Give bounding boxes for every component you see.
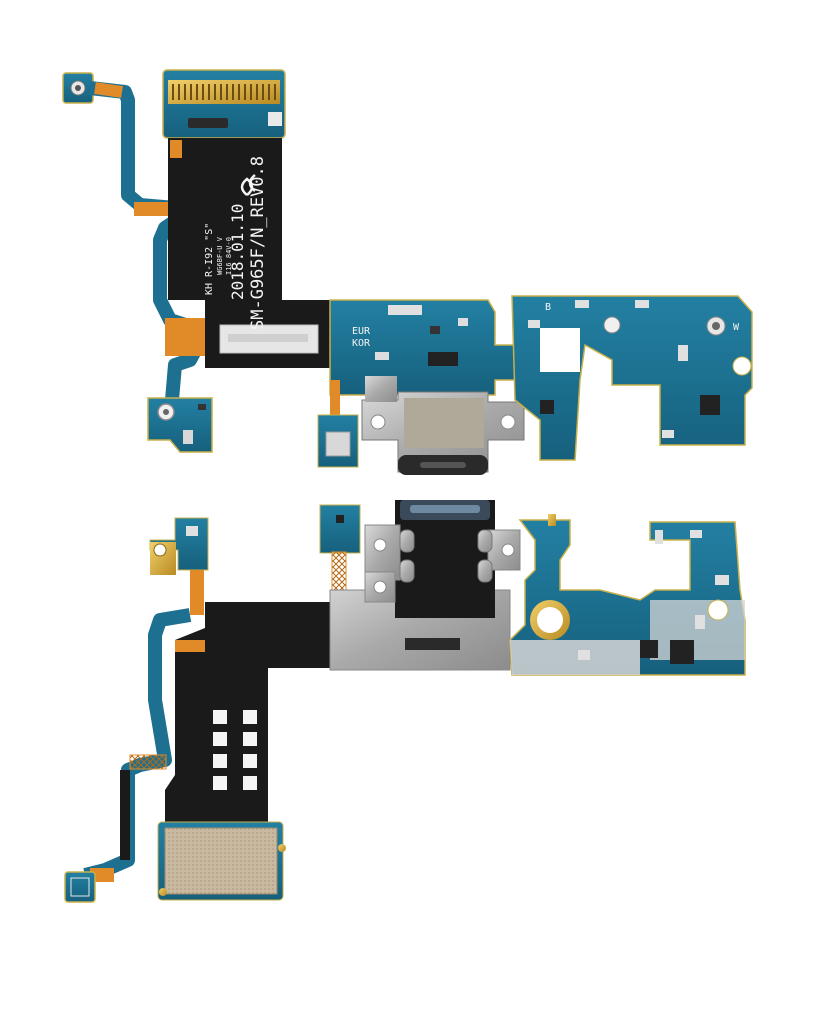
emi-shield-plate	[157, 821, 286, 901]
microphone-board-bottom	[319, 504, 361, 593]
board-date-text: 2018.01.10	[228, 204, 247, 300]
flex-silkscreen-text: SM-G965F/N_REV0.8 2018.01.10 KH R-I92 "S…	[204, 156, 268, 330]
svg-text:WG6BF-U V: WG6BF-U V	[216, 236, 224, 275]
small-sensor-board-bottom-left	[149, 517, 209, 615]
pad-letter-w: W	[733, 322, 740, 333]
right-sub-board-top: B W	[511, 295, 753, 461]
antenna-connector-bottom-left	[64, 871, 96, 903]
port-metal-bracket-bottom	[329, 500, 521, 671]
part-code-text: KH R-I92 "S"	[204, 223, 215, 295]
board-to-board-connector	[162, 69, 286, 139]
right-sub-board-bottom	[509, 514, 746, 676]
bottom-flex-assembly	[64, 500, 746, 903]
microphone-board-top	[317, 380, 359, 468]
usb-c-port-top	[361, 376, 525, 475]
top-flex-assembly: SM-G965F/N_REV0.8 2018.01.10 KH R-I92 "S…	[62, 69, 753, 475]
manufacturer-logo	[240, 174, 256, 196]
board-model-text: SM-G965F/N_REV0.8	[248, 156, 268, 330]
charging-port-pcb: EUR KOR	[329, 299, 516, 396]
small-sensor-board-left	[147, 397, 213, 453]
main-flex-black-body	[168, 138, 340, 368]
antenna-connector-top-left	[62, 72, 94, 104]
test-pad-grid	[213, 710, 257, 790]
region-text-kor: KOR	[352, 338, 371, 349]
pad-letter-b: B	[545, 302, 551, 313]
region-text-eur: EUR	[352, 326, 371, 337]
svg-text:I16 84V-0: I16 84V-0	[225, 237, 233, 275]
